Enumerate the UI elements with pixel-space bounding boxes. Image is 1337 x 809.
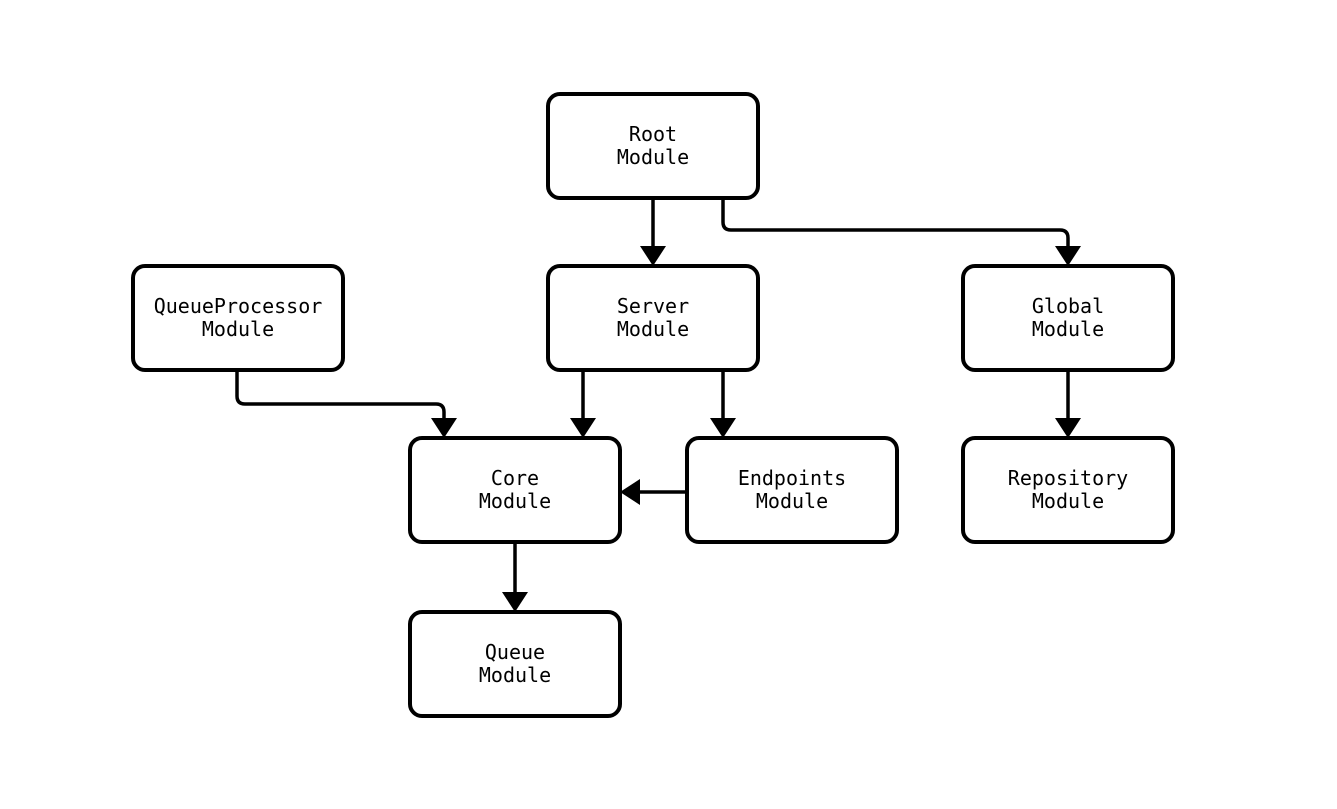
node-box[interactable] [685,436,899,544]
node-label-line1: Root [629,122,677,146]
node-box[interactable] [408,436,622,544]
node-label-line1: Core [491,466,539,490]
edge-arrowhead-icon [710,418,736,438]
edge-arrowhead-icon [431,418,457,438]
node-label-line2: Module [1032,317,1104,341]
node-box[interactable] [961,264,1175,372]
node-label-line2: Module [202,317,274,341]
node-label-line2: Module [1032,489,1104,513]
edge-line [235,370,446,424]
node-label-line2: Module [756,489,828,513]
node-box[interactable] [961,436,1175,544]
edge-core-to-queue [502,542,528,612]
edge-arrowhead-icon [1055,246,1081,266]
edge-arrowhead-icon [620,479,640,505]
edge-arrowhead-icon [1055,418,1081,438]
edge-server-to-core [570,370,596,438]
node-label-line1: Global [1032,294,1104,318]
node-label-line2: Module [617,317,689,341]
edge-root-to-global [721,198,1081,266]
edge-arrowhead-icon [570,418,596,438]
node-label-line1: Queue [485,640,545,664]
node-label-line2: Module [617,145,689,169]
edge-queueprocessor-to-core [235,370,457,438]
edge-server-to-endpoints [710,370,736,438]
node-box[interactable] [546,264,760,372]
edge-endpoints-to-core [620,479,687,505]
edge-global-to-repository [1055,370,1081,438]
edge-arrowhead-icon [502,592,528,612]
node-label-line1: Endpoints [738,466,846,490]
node-box[interactable] [546,92,760,200]
node-box[interactable] [408,610,622,718]
node-label-line1: Repository [1008,466,1128,490]
edges-layer [235,198,1081,612]
edge-root-to-server [640,198,666,266]
node-label-line2: Module [479,663,551,687]
node-label-line2: Module [479,489,551,513]
node-box[interactable] [131,264,345,372]
edge-line [721,198,1070,252]
edge-arrowhead-icon [640,246,666,266]
node-label-line1: Server [617,294,689,318]
node-label-line1: QueueProcessor [154,294,323,318]
